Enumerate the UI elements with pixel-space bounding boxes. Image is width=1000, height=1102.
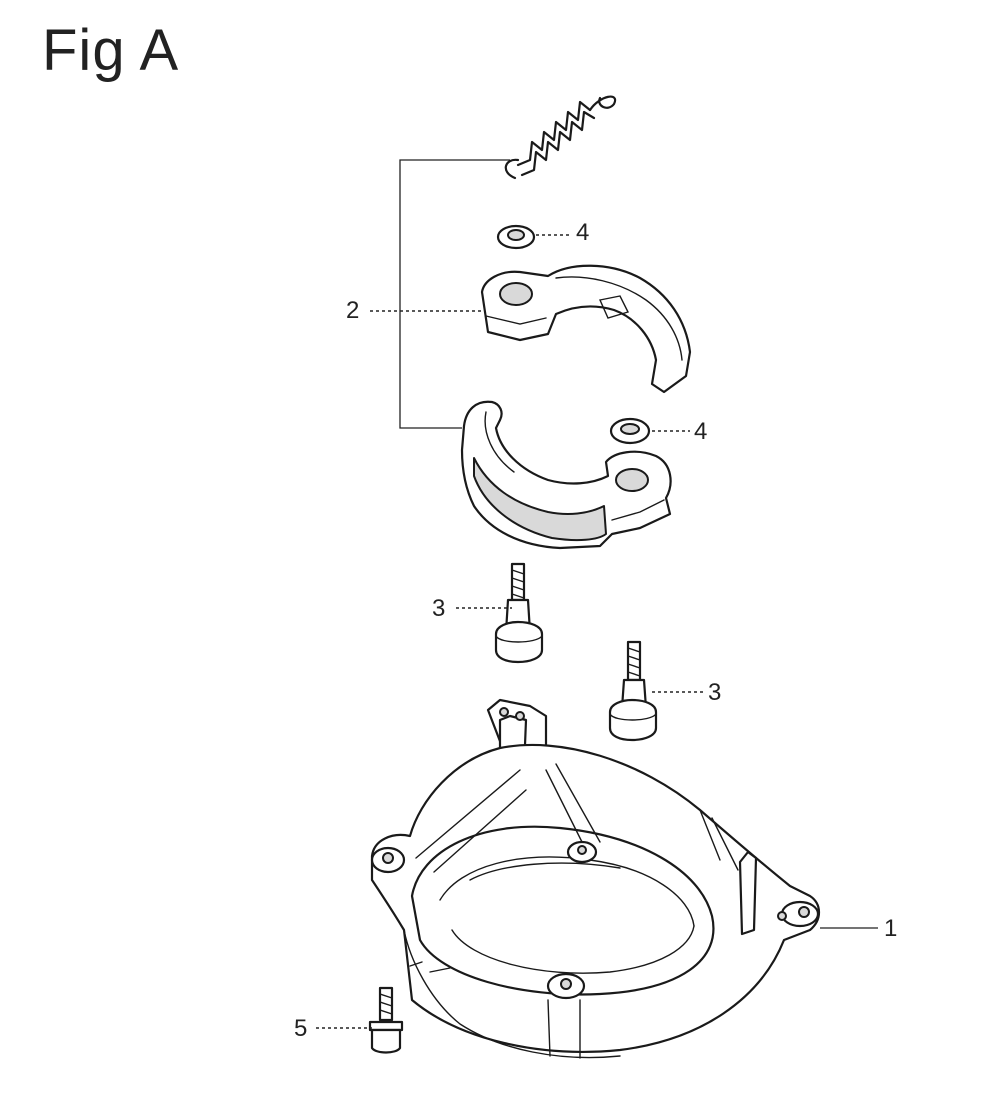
callout-4-lower: 4 (694, 418, 707, 445)
clutch-spring (504, 95, 617, 180)
callout-4-upper: 4 (576, 219, 589, 246)
clutch-shoe-upper (480, 264, 692, 394)
leader-lines (316, 310, 878, 1029)
callout-2: 2 (346, 297, 359, 324)
washer-upper (496, 224, 570, 250)
shoulder-bolt-left (494, 562, 544, 664)
shoe-set-bracket (399, 159, 510, 429)
washer-lower (609, 417, 690, 445)
callout-3-left: 3 (432, 595, 445, 622)
callout-3-right: 3 (708, 679, 721, 706)
figure-title: Fig A (42, 18, 180, 83)
flange-bolt (368, 986, 404, 1054)
callout-1: 1 (884, 915, 897, 942)
callout-5: 5 (294, 1015, 307, 1042)
shoulder-bolt-right (608, 640, 658, 742)
clutch-housing (370, 698, 821, 1059)
clutch-shoe-lower (460, 400, 672, 550)
